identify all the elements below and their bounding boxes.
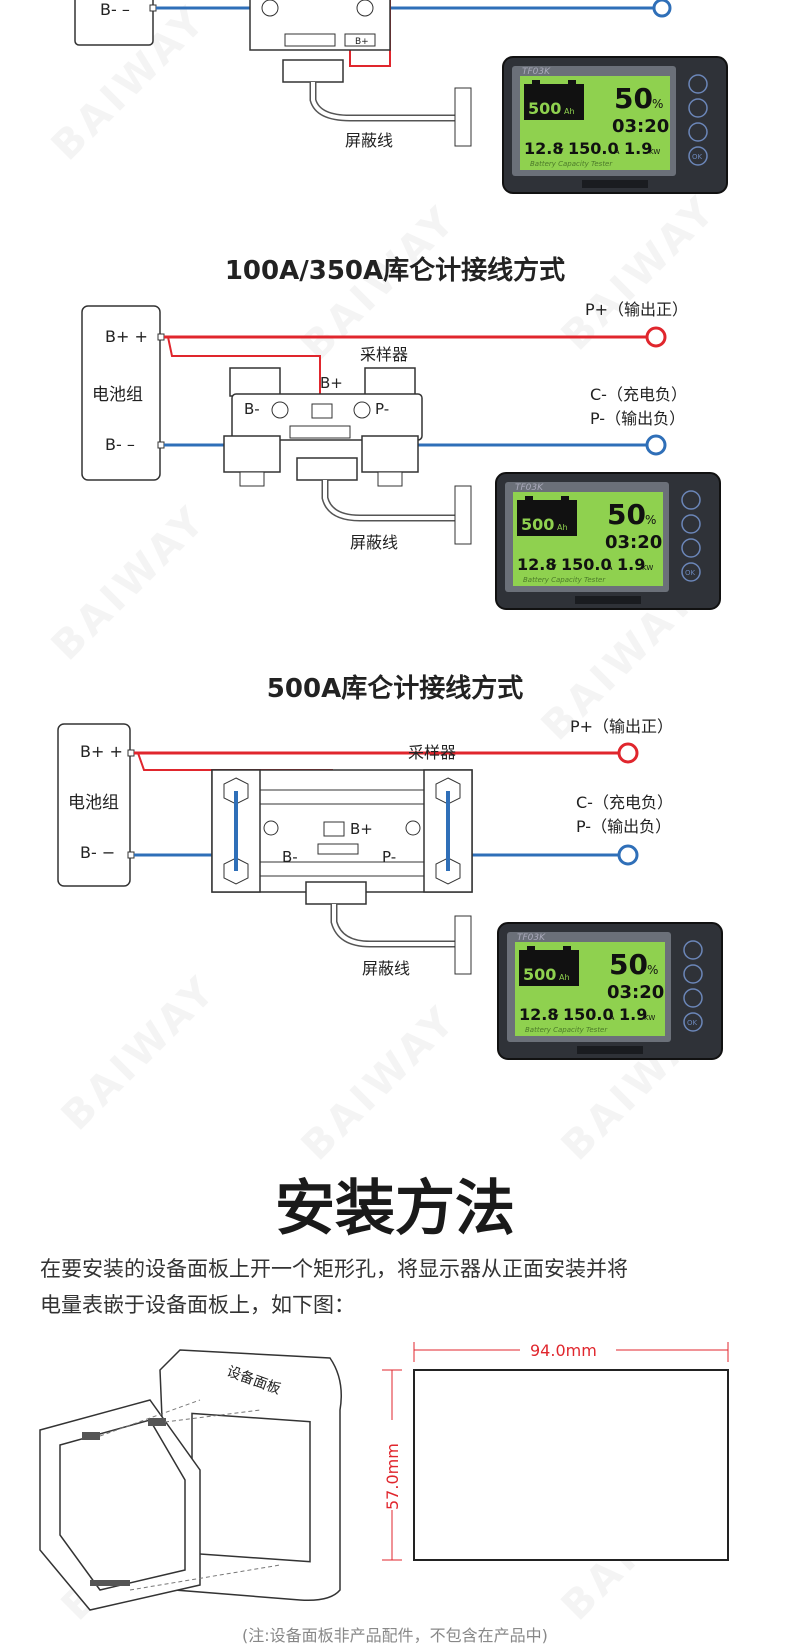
- sampler-label: 采样器: [408, 743, 456, 762]
- battery-box: [81, 305, 161, 481]
- svg-text:OK: OK: [692, 153, 703, 161]
- svg-text:P-: P-: [382, 848, 396, 866]
- svg-text:50: 50: [607, 498, 646, 531]
- svg-text:A: A: [609, 1013, 615, 1022]
- sampler-b-plus: B+: [320, 374, 343, 392]
- svg-text:V: V: [553, 1013, 559, 1022]
- svg-text:OK: OK: [685, 569, 696, 577]
- installation-illustration: 设备面板 94.0mm 57.0mm: [39, 1340, 729, 1611]
- battery-meter-display: TF03K 500 Ah 50 % 03:20 12.8 V 150.0 A 1…: [495, 472, 721, 610]
- p-minus-label: P-（输出负）: [590, 409, 685, 428]
- svg-text:Ah: Ah: [564, 107, 575, 116]
- sampler-label: 采样器: [360, 345, 408, 364]
- power-value: 1.9: [624, 139, 652, 158]
- battery-label: 电池组: [68, 793, 119, 813]
- shunt-b-plus: B+: [355, 37, 369, 47]
- shield-cable-label: 屏蔽线: [345, 131, 393, 150]
- svg-text:A: A: [607, 563, 613, 572]
- install-note: (注:设备面板非产品配件，不包含在产品中): [242, 1626, 548, 1645]
- svg-text:12.8: 12.8: [517, 555, 556, 574]
- c-minus-label: C-（充电负）: [590, 385, 687, 404]
- p-plus-label: P+（输出正）: [570, 717, 673, 736]
- svg-text:Ah: Ah: [559, 973, 570, 982]
- b-minus-terminal: B- –: [100, 0, 130, 19]
- svg-text:03:20: 03:20: [605, 532, 662, 553]
- p-plus-terminal: [617, 742, 639, 764]
- output-terminal: [652, 0, 672, 18]
- svg-text:%: %: [645, 513, 656, 527]
- shield-cable-label: 屏蔽线: [362, 959, 410, 978]
- current-value: 150.0: [568, 139, 619, 158]
- battery-meter-display: TF03K 500 Ah 50 % 03:20 12.8 V 150.0 A 1…: [502, 56, 728, 194]
- wiring-diagram-top: B- – B+ 屏蔽线: [74, 0, 672, 150]
- sampler-b-plus: B+: [350, 820, 373, 838]
- p-minus-label: P-（输出负）: [576, 817, 671, 836]
- svg-text:%: %: [647, 963, 658, 977]
- output-terminal: [645, 434, 667, 456]
- svg-text:KW: KW: [649, 148, 660, 156]
- time-value: 03:20: [612, 116, 669, 137]
- svg-text:V: V: [551, 563, 557, 572]
- battery-meter-display: TF03K 500 Ah 50 % 03:20 12.8 V 150.0 A 1…: [497, 922, 723, 1060]
- width-dimension: 94.0mm: [530, 1341, 597, 1360]
- p-plus-terminal: [645, 326, 667, 348]
- svg-text:1.9: 1.9: [617, 555, 645, 574]
- battery-b-minus: B- –: [105, 435, 135, 454]
- battery-b-plus: B+ +: [80, 742, 123, 761]
- svg-text:OK: OK: [687, 1019, 698, 1027]
- svg-text:B-: B-: [244, 400, 260, 418]
- svg-text:03:20: 03:20: [607, 982, 664, 1003]
- c-minus-label: C-（充电负）: [576, 793, 673, 812]
- svg-text:50: 50: [609, 948, 648, 981]
- brand-label: TF03K: [522, 67, 551, 77]
- percent-value: 50: [614, 82, 653, 115]
- diagram2-title: 100A/350A库仑计接线方式: [224, 256, 566, 286]
- svg-text:1.9: 1.9: [619, 1005, 647, 1024]
- svg-text:Battery Capacity Tester: Battery Capacity Tester: [523, 576, 606, 584]
- p-plus-label: P+（输出正）: [585, 300, 688, 319]
- panel-cutout: [413, 1369, 729, 1561]
- svg-text:TF03K: TF03K: [515, 483, 544, 493]
- svg-text:KW: KW: [642, 564, 653, 572]
- height-dimension: 57.0mm: [383, 1443, 402, 1510]
- svg-text:500: 500: [521, 515, 554, 534]
- battery-box: [74, 0, 154, 46]
- caption: Battery Capacity Tester: [530, 160, 613, 168]
- svg-text:TF03K: TF03K: [517, 933, 546, 943]
- svg-text:500: 500: [523, 965, 556, 984]
- output-terminal: [617, 844, 639, 866]
- svg-text:Battery Capacity Tester: Battery Capacity Tester: [525, 1026, 608, 1034]
- svg-text:12.8: 12.8: [519, 1005, 558, 1024]
- svg-text:V: V: [558, 147, 564, 156]
- battery-box: [57, 723, 131, 887]
- wiring-diagram-500a: B+ + 电池组 B- − P+（输出正） C-（充电负） P-（输出负） 采样…: [57, 717, 673, 978]
- svg-text:A: A: [614, 147, 620, 156]
- install-title: 安装方法: [275, 1174, 515, 1244]
- battery-b-plus: B+ +: [105, 327, 148, 346]
- capacity-value: 500: [528, 99, 561, 118]
- svg-text:P-: P-: [375, 400, 389, 418]
- svg-text:%: %: [652, 97, 663, 111]
- shield-cable-label: 屏蔽线: [350, 533, 398, 552]
- svg-text:KW: KW: [644, 1014, 655, 1022]
- wiring-diagram-100a: B+ + 电池组 B- – P+（输出正） C-（充电负） P-（输出负） 采样…: [81, 300, 688, 552]
- voltage-value: 12.8: [524, 139, 563, 158]
- svg-text:150.0: 150.0: [561, 555, 612, 574]
- svg-text:150.0: 150.0: [563, 1005, 614, 1024]
- svg-text:Ah: Ah: [557, 523, 568, 532]
- diagram3-title: 500A库仑计接线方式: [266, 674, 524, 704]
- svg-text:B-: B-: [282, 848, 298, 866]
- install-instructions-line2: 电量表嵌于设备面板上，如下图：: [40, 1293, 355, 1317]
- install-instructions-line1: 在要安装的设备面板上开一个矩形孔，将显示器从正面安装并将: [40, 1257, 628, 1281]
- battery-label: 电池组: [92, 385, 143, 405]
- battery-b-minus: B- −: [80, 843, 115, 862]
